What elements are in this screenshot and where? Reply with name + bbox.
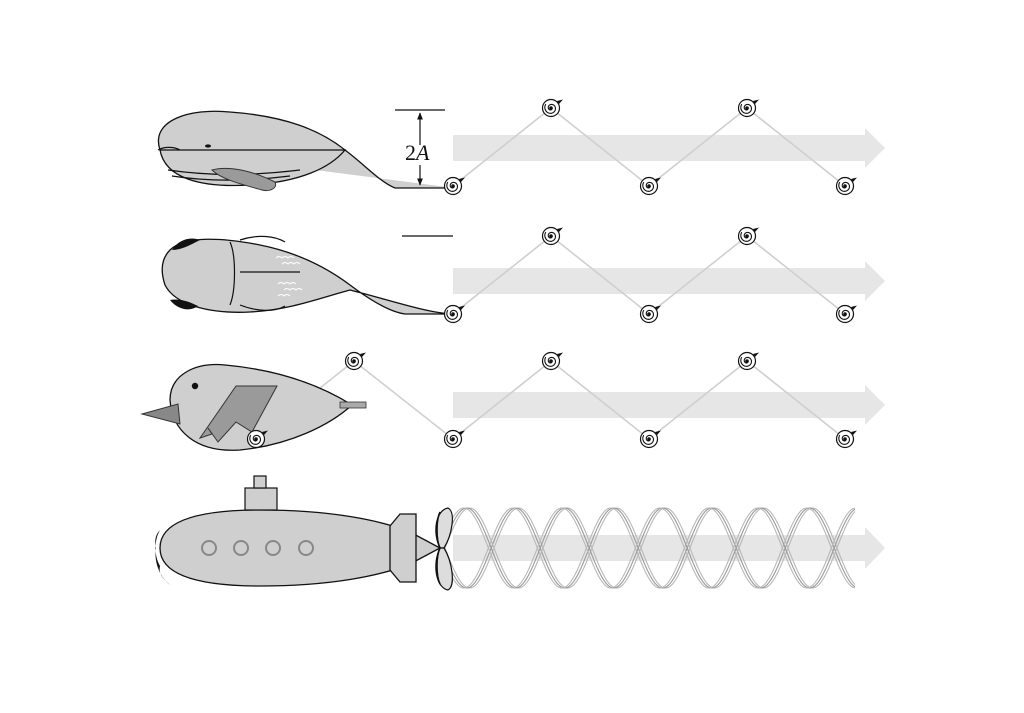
vortex-icon: [443, 304, 465, 324]
vortex-icon: [246, 429, 268, 449]
helix-strand: [444, 507, 856, 589]
fish-head-dark-bottom: [170, 299, 198, 310]
submarine-bow: [155, 530, 170, 585]
portholes: [201, 540, 314, 556]
helical-wake: [444, 507, 856, 589]
whale-flipper: [211, 167, 277, 191]
bird-eye: [191, 382, 199, 390]
vortex-icon: [541, 226, 563, 246]
thrust-arrow-1: [453, 128, 885, 168]
fish-scales: [275, 256, 303, 297]
helix-strand: [444, 507, 856, 589]
submarine-row: [155, 475, 885, 591]
thrust-arrow-2: [453, 261, 885, 301]
submarine-tower: [244, 487, 278, 511]
thrust-arrow-4: [453, 527, 885, 569]
helix-strand: [444, 507, 856, 589]
bird-beak: [140, 403, 181, 425]
thrust-arrow-3: [453, 385, 885, 425]
vortex-icon: [344, 351, 366, 371]
amplitude-bracket: 2A: [395, 109, 445, 186]
bird-tail: [339, 401, 367, 409]
bird-wing: [198, 385, 278, 443]
vortex-icon: [835, 176, 857, 196]
vortex-group-3: [246, 351, 857, 449]
submarine-tail-fin: [389, 513, 417, 583]
bird-row: [140, 351, 885, 451]
vortex-icon: [737, 98, 759, 118]
vortex-icon: [737, 351, 759, 371]
fish-body: [161, 238, 456, 315]
whale-eye: [205, 144, 211, 148]
vortex-icon: [639, 304, 661, 324]
vortex-icon: [737, 226, 759, 246]
vortex-icon: [541, 351, 563, 371]
vortex-icon: [835, 429, 857, 449]
vortex-icon: [443, 176, 465, 196]
whale-row: 2A: [157, 98, 885, 196]
fish-row: [161, 226, 885, 324]
vortex-icon: [639, 176, 661, 196]
propeller-icon: [435, 507, 453, 591]
vortex-icon: [443, 429, 465, 449]
fish-head-dark-top: [172, 238, 200, 250]
vortex-group-1: [443, 98, 857, 196]
vortex-icon: [541, 98, 563, 118]
vortex-icon: [835, 304, 857, 324]
vortex-icon: [639, 429, 661, 449]
vortex-group-2: [443, 226, 857, 324]
amplitude-label: 2A: [405, 140, 430, 165]
submarine-periscope: [253, 475, 267, 489]
